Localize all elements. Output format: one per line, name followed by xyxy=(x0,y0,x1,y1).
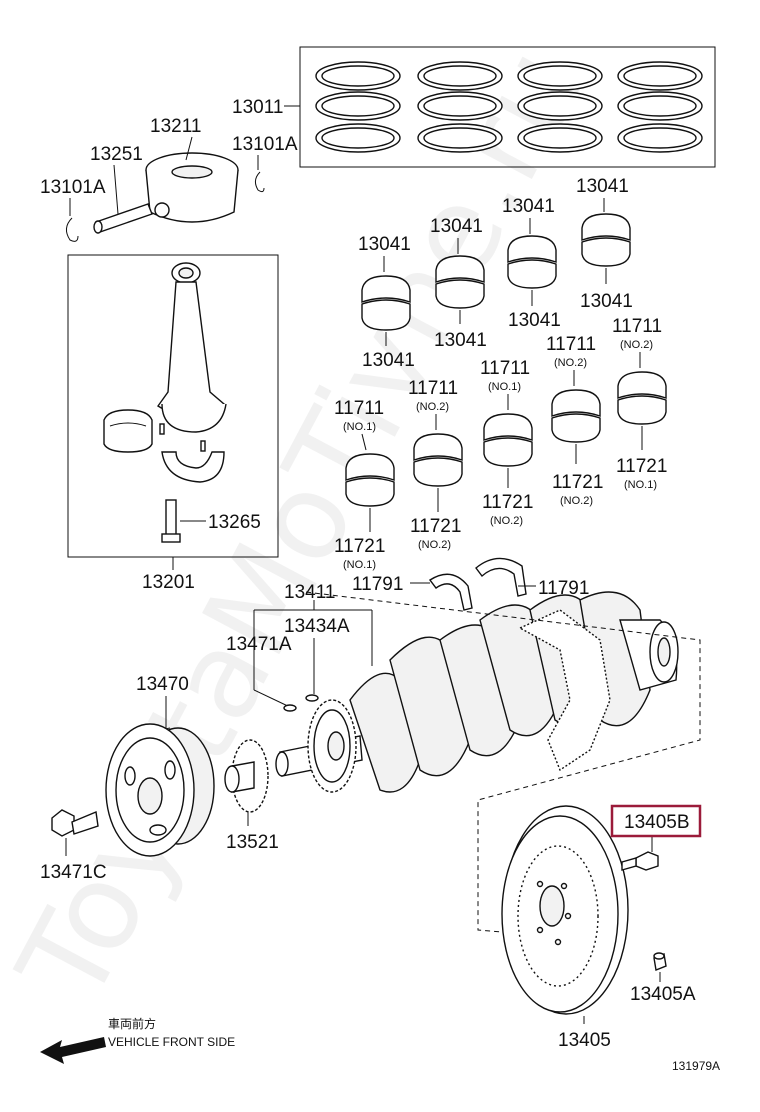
callout-m4-bot-no: (NO.2) xyxy=(560,495,593,507)
callout-m2-bot: 11721 xyxy=(410,516,461,537)
rod-bearing-3[interactable]: 13041 13041 xyxy=(502,196,561,331)
crankshaft[interactable] xyxy=(275,591,701,941)
rod-bearing-4[interactable]: 13041 13041 xyxy=(576,176,633,312)
rod-bolt xyxy=(165,499,177,537)
callout-b1-bot: 13041 xyxy=(362,350,415,371)
callout-13251[interactable]: 13251 xyxy=(90,144,143,165)
callout-13405: 13405 xyxy=(558,1030,611,1051)
snap-ring-right xyxy=(254,171,265,193)
direction-label-en: VEHICLE FRONT SIDE xyxy=(108,1035,235,1049)
piston-group[interactable]: 13211 xyxy=(145,116,239,223)
callout-m1-bot: 11721 xyxy=(334,536,385,557)
timing-sprocket xyxy=(224,739,269,813)
timing-sprocket-group[interactable]: 13521 xyxy=(224,739,279,853)
dowel-pin-group[interactable]: 13405A xyxy=(630,952,696,1005)
rod-cap xyxy=(161,451,225,483)
callout-13101a-left[interactable]: 13101A xyxy=(40,177,106,198)
crank-pulley-group[interactable]: 13470 xyxy=(105,674,215,857)
crank-pulley xyxy=(105,723,215,857)
snap-ring-left-group[interactable]: 13101A xyxy=(40,177,106,242)
callout-m3-bot-no: (NO.2) xyxy=(490,515,523,527)
callout-11791-left: 11791 xyxy=(352,574,403,595)
diagram-number: 131979A xyxy=(672,1059,720,1073)
callout-m5-top-no: (NO.2) xyxy=(620,339,653,351)
callout-b2-bot: 13041 xyxy=(434,330,487,351)
callout-13211[interactable]: 13211 xyxy=(150,116,201,137)
callout-m1-bot-no: (NO.1) xyxy=(343,559,376,571)
thrust-washer-right[interactable]: 11791 xyxy=(475,557,589,599)
callout-m5-bot: 11721 xyxy=(616,456,667,477)
callout-m1-top-no: (NO.1) xyxy=(343,421,376,433)
callout-m2-top: 11711 xyxy=(408,378,458,399)
thrust-washer-left[interactable]: 11791 xyxy=(352,573,473,611)
rod-bearing-2[interactable]: 13041 13041 xyxy=(430,216,487,351)
piston-pin-group[interactable]: 13251 xyxy=(90,144,153,234)
highlight-box-13405b xyxy=(610,804,702,838)
callout-13265[interactable]: 13265 xyxy=(208,512,261,533)
callout-m3-top-no: (NO.1) xyxy=(488,381,521,393)
flywheel-group[interactable]: 13405 xyxy=(501,805,629,1051)
pulley-bolt-group[interactable]: 13471C xyxy=(40,809,107,883)
piston-pin xyxy=(95,203,153,233)
callout-13405a: 13405A xyxy=(630,984,696,1005)
vehicle-front-indicator: 車両前方 VEHICLE FRONT SIDE xyxy=(40,1016,235,1064)
callout-m5-top: 11711 xyxy=(612,316,662,337)
callout-13405b[interactable]: 13405B xyxy=(624,812,690,833)
main-bearing-5[interactable]: 11711 (NO.2) 11721 (NO.1) xyxy=(612,316,667,491)
callout-11791-right: 11791 xyxy=(538,578,589,599)
snap-ring-left xyxy=(66,217,79,242)
callout-13411: 13411 xyxy=(284,582,335,603)
snap-ring-right-group[interactable]: 13101A xyxy=(232,134,298,193)
main-bearing-4[interactable]: 11711 (NO.2) 11721 (NO.2) xyxy=(546,334,603,507)
callout-m4-bot: 11721 xyxy=(552,472,603,493)
rod-bearing-loose xyxy=(103,409,153,453)
callout-13470: 13470 xyxy=(136,674,189,695)
callout-m5-bot-no: (NO.1) xyxy=(624,479,657,491)
pulley-bolt xyxy=(51,809,99,837)
crank-sprocket-group[interactable]: 13411 13434A 13471A xyxy=(226,582,373,793)
callout-b1-top: 13041 xyxy=(358,234,411,255)
callout-b2-top: 13041 xyxy=(430,216,483,237)
main-bearing-3[interactable]: 11711 (NO.1) 11721 (NO.2) xyxy=(480,358,533,527)
dowel-pin xyxy=(653,952,667,971)
crank-key-1 xyxy=(283,704,297,712)
callout-m4-top-no: (NO.2) xyxy=(554,357,587,369)
direction-label-jp: 車両前方 xyxy=(108,1016,156,1031)
rod-bearing-1[interactable]: 13041 13041 xyxy=(358,234,415,371)
piston-rings-group[interactable]: 13011 xyxy=(232,46,716,168)
callout-b4-bot: 13041 xyxy=(580,291,633,312)
main-bearing-1[interactable]: 11711 (NO.1) 11721 (NO.1) xyxy=(334,398,395,571)
callout-13471c: 13471C xyxy=(40,862,107,883)
connecting-rod-group[interactable]: 13265 13201 xyxy=(67,254,279,593)
callout-b4-top: 13041 xyxy=(576,176,629,197)
crank-key-2 xyxy=(305,694,319,702)
callout-13011[interactable]: 13011 xyxy=(232,97,283,118)
callout-13521: 13521 xyxy=(226,832,279,853)
flywheel xyxy=(501,805,629,1015)
main-bearing-2[interactable]: 11711 (NO.2) 11721 (NO.2) xyxy=(408,378,463,551)
flywheel-bolt xyxy=(621,851,659,871)
rod-beam xyxy=(157,281,226,416)
callout-13471a: 13471A xyxy=(226,634,292,655)
flywheel-leader xyxy=(305,591,701,941)
flywheel-bolt-group[interactable]: 13405B xyxy=(610,804,702,871)
callout-m2-bot-no: (NO.2) xyxy=(418,539,451,551)
callout-13434a: 13434A xyxy=(284,616,350,637)
callout-m3-bot: 11721 xyxy=(482,492,533,513)
callout-b3-top: 13041 xyxy=(502,196,555,217)
piston-ring-set xyxy=(315,61,703,153)
callout-13101a-right[interactable]: 13101A xyxy=(232,134,298,155)
callout-13201[interactable]: 13201 xyxy=(142,572,195,593)
callout-m4-top: 11711 xyxy=(546,334,596,355)
callout-m1-top: 11711 xyxy=(334,398,384,419)
piston-rings-frame xyxy=(299,46,716,168)
crank-sprocket xyxy=(307,699,357,793)
front-arrow-icon xyxy=(40,1037,106,1064)
callout-m3-top: 11711 xyxy=(480,358,530,379)
callout-m2-top-no: (NO.2) xyxy=(416,401,449,413)
callout-b3-bot: 13041 xyxy=(508,310,561,331)
